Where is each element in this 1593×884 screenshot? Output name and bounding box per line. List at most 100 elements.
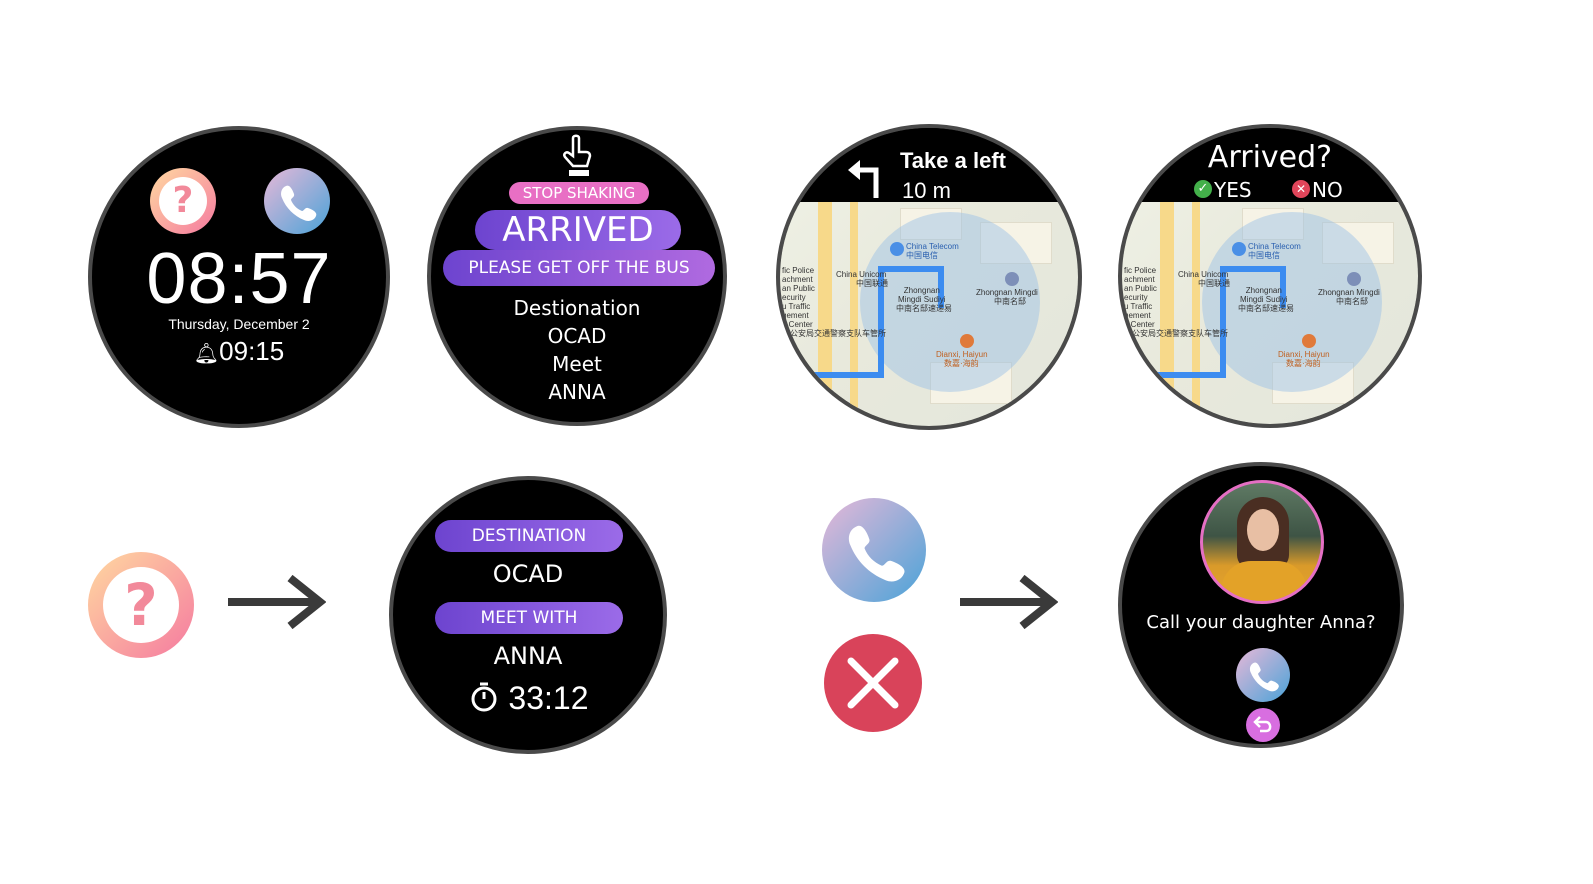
map-label: China Telecom: [906, 242, 959, 251]
map-label: 中南名邸: [994, 297, 1026, 306]
stopwatch-icon: [471, 682, 497, 712]
watch-navigation: Take a left 10 m China Telecom 中国电信 Chin…: [776, 124, 1082, 430]
route-line: [810, 372, 884, 378]
route-line: [1220, 266, 1226, 376]
check-icon: ✓: [1194, 180, 1212, 198]
map-block: [980, 222, 1052, 264]
back-arrow-icon: [1253, 716, 1272, 733]
call-prompt: Call your daughter Anna?: [1146, 612, 1376, 633]
map-label: 中国联通: [856, 279, 888, 288]
map-label: 数嘉·海韵: [944, 359, 979, 368]
destination-label: DESTINATION: [435, 520, 623, 552]
confirm-call-button[interactable]: [1236, 648, 1290, 702]
map-label: 数嘉·海韵: [1286, 359, 1321, 368]
timer-value: 33:12: [508, 680, 589, 716]
map-pin: [1302, 334, 1316, 348]
phone-icon: [848, 525, 905, 582]
clock-date: Thursday, December 2: [168, 316, 310, 332]
arrived-line-2: OCAD: [547, 324, 607, 348]
help-button[interactable]: ?: [150, 168, 216, 234]
question-icon: ?: [103, 567, 179, 643]
avatar-face: [1247, 509, 1279, 551]
map-pin: [1347, 272, 1361, 286]
map-label: fic Police achment an Public ecurity u T…: [782, 266, 886, 338]
nav-instruction: Take a left: [900, 148, 1006, 173]
route-line: [1280, 266, 1286, 308]
map-block: [900, 208, 962, 240]
confirm-map[interactable]: China Telecom 中国电信 China Unicom 中国联通 Zho…: [1122, 202, 1418, 424]
destination-value: OCAD: [492, 560, 564, 588]
confirm-question: Arrived?: [1207, 140, 1333, 175]
watch-home: ? 08:57 Thursday, December 2 🔔︎09:15: [88, 126, 390, 428]
map-label: Zhongnan Mingdi Sudiyi: [1240, 286, 1288, 304]
map-label: Zhongnan Mingdi Sudiyi: [898, 286, 946, 304]
watch-destination-info: DESTINATION OCAD MEET WITH ANNA 33:12: [389, 476, 667, 754]
map-label: China Telecom: [1248, 242, 1301, 251]
stop-shaking-button[interactable]: STOP SHAKING: [509, 182, 649, 204]
cancel-button[interactable]: [824, 634, 922, 732]
arrived-line-1: Destionation: [513, 296, 641, 320]
confirm-header: Arrived? ✓ YES ✕ NO: [1122, 128, 1418, 202]
map-label: 中南名邸: [1336, 297, 1368, 306]
meet-label: MEET WITH: [435, 602, 623, 634]
arrived-title: ARRIVED: [475, 210, 681, 250]
map-label: Zhongnan Mingdi: [1318, 288, 1380, 297]
route-line: [1220, 266, 1284, 272]
map-label: Dianxi, Haiyun: [1278, 350, 1330, 359]
nav-map[interactable]: China Telecom 中国电信 China Unicom 中国联通 Zho…: [780, 202, 1078, 426]
route-line: [878, 266, 942, 272]
arrived-line-3: Meet: [552, 352, 602, 376]
clock-time: 08:57: [146, 239, 332, 319]
arrived-line-4: ANNA: [548, 380, 606, 404]
nav-header: Take a left 10 m: [780, 128, 1078, 203]
timer-row: 33:12: [393, 680, 663, 717]
question-icon: ?: [159, 177, 207, 225]
bell-icon: 🔔︎: [193, 343, 220, 365]
map-pin: [1232, 242, 1246, 256]
close-icon: [847, 657, 899, 709]
close-icon: ✕: [1292, 180, 1310, 198]
avatar-sweater: [1221, 561, 1307, 601]
map-block: [1322, 222, 1394, 264]
map-block: [1272, 362, 1354, 404]
shake-hand-icon: [563, 134, 592, 176]
map-road: [850, 202, 858, 426]
map-label: China Unicom: [836, 270, 887, 279]
nav-distance: 10 m: [902, 178, 951, 203]
route-line: [878, 266, 884, 376]
get-off-message: PLEASE GET OFF THE BUS: [443, 250, 715, 286]
call-button[interactable]: [264, 168, 330, 234]
no-label: NO: [1312, 178, 1343, 202]
yes-label: YES: [1214, 178, 1252, 202]
watch-arrived: STOP SHAKING ARRIVED PLEASE GET OFF THE …: [427, 126, 727, 426]
route-line: [1152, 372, 1226, 378]
phone-icon: [281, 185, 317, 221]
map-road: [818, 202, 832, 426]
map-label: China Unicom: [1178, 270, 1229, 279]
map-label: Dianxi, Haiyun: [936, 350, 988, 359]
arrow-right-icon: [960, 574, 1058, 630]
phone-icon: [1249, 662, 1279, 692]
map-pin: [960, 334, 974, 348]
map-label: 中国电信: [1248, 251, 1280, 260]
alarm-time: 09:15: [219, 336, 285, 366]
map-label: 中南名邸速递易: [1238, 304, 1294, 313]
map-road: [1160, 202, 1174, 424]
location-halo: [860, 212, 1040, 392]
help-button-large[interactable]: ?: [88, 552, 194, 658]
turn-left-arrow-icon: [848, 160, 879, 198]
back-button[interactable]: [1246, 708, 1280, 742]
call-button-large[interactable]: [822, 498, 926, 602]
avatar: [1200, 480, 1324, 604]
map-label: 中南名邸速递易: [896, 304, 952, 313]
route-line: [938, 266, 944, 308]
map-pin: [1005, 272, 1019, 286]
map-pin: [890, 242, 904, 256]
map-label: 中国电信: [906, 251, 938, 260]
location-halo: [1202, 212, 1382, 392]
map-road: [1192, 202, 1200, 424]
map-block: [930, 362, 1012, 404]
alarm-row: 🔔︎09:15: [92, 336, 386, 367]
map-label: fic Police achment an Public ecurity u T…: [1124, 266, 1228, 338]
map-label: Zhongnan Mingdi: [976, 288, 1038, 297]
